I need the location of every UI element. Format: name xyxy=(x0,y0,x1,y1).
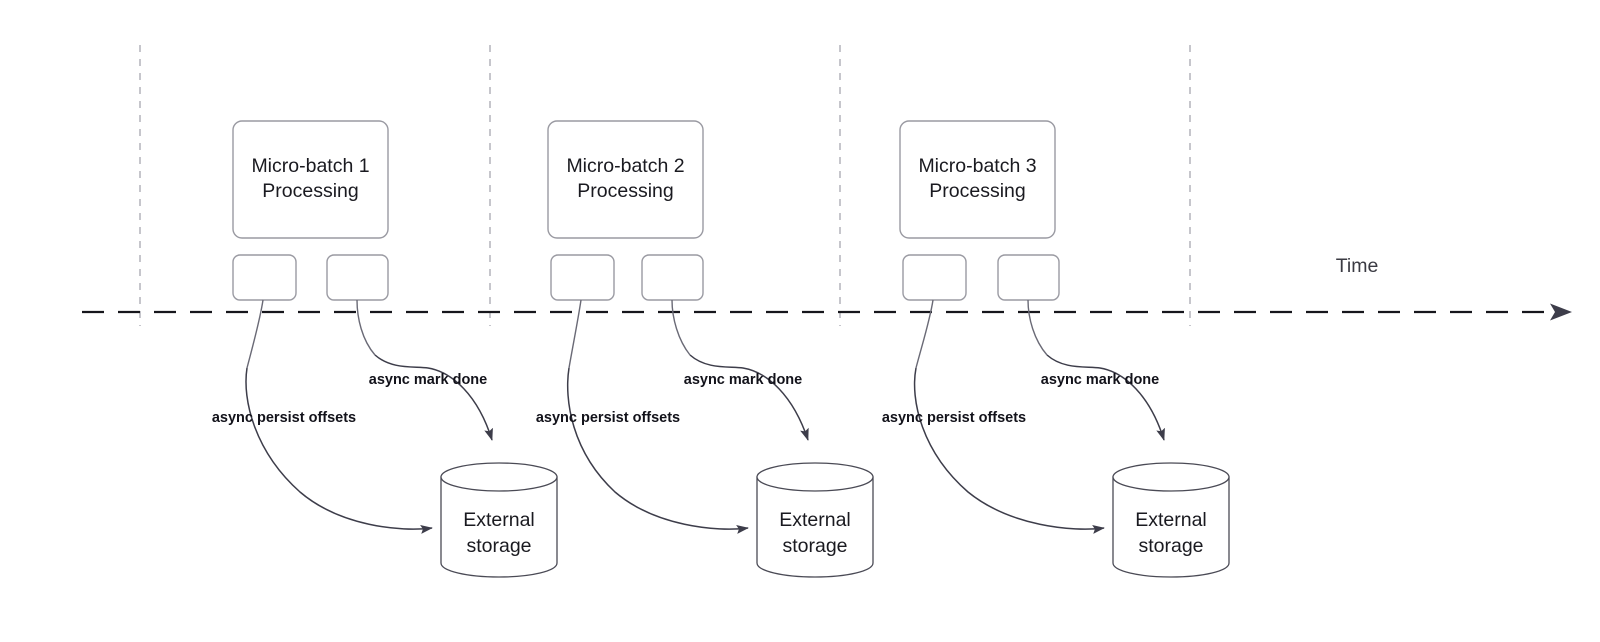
group-1-external-storage-label-line1: External xyxy=(463,509,535,531)
time-axis-arrowhead xyxy=(1550,303,1572,321)
group-1-mark-done-task[interactable] xyxy=(326,254,389,301)
group-3-mark-done-task[interactable] xyxy=(997,254,1060,301)
group-3-mark-done-stem xyxy=(1027,299,1048,356)
time-axis-label: Time xyxy=(1336,255,1379,277)
micro-batch-3-label-line1: Micro-batch 3 xyxy=(918,155,1036,177)
group-2-external-storage-label-line2: storage xyxy=(782,535,847,557)
time-axis: Time xyxy=(82,255,1572,321)
group-3-mark-done-arrow xyxy=(1046,354,1165,441)
group-1-external-storage-cylinder[interactable] xyxy=(440,462,558,578)
group-2-persist-offsets-task[interactable] xyxy=(550,254,615,301)
group-3-external-storage-cylinder[interactable] xyxy=(1112,462,1230,578)
micro-batch-1-box[interactable] xyxy=(232,120,389,239)
group-3-persist-stem xyxy=(915,299,934,369)
group-2-mark-done-arrow xyxy=(689,354,809,441)
group-3-async-mark-done-label: async mark done xyxy=(1041,372,1159,388)
micro-batch-2-label-line2: Processing xyxy=(577,180,673,202)
group-2-persist-offsets-arrow xyxy=(566,367,749,534)
micro-batch-1-label-line2: Processing xyxy=(262,180,358,202)
group-2-external-storage-label-line1: External xyxy=(779,509,851,531)
group-2-mark-done-stem xyxy=(671,299,691,356)
group-3-persist-offsets-arrow xyxy=(913,367,1105,534)
micro-batch-1-label-line1: Micro-batch 1 xyxy=(251,155,369,177)
group-1-async-persist-offsets-label: async persist offsets xyxy=(212,410,356,426)
group-1-persist-offsets-arrow xyxy=(245,367,433,534)
group-3-external-storage-label-line2: storage xyxy=(1138,535,1203,557)
tick-lines xyxy=(139,45,1191,326)
micro-batch-3-label-line2: Processing xyxy=(929,180,1025,202)
group-3-external-storage-label-line1: External xyxy=(1135,509,1207,531)
group-2-mark-done-task[interactable] xyxy=(641,254,704,301)
group-1-persist-offsets-task[interactable] xyxy=(232,254,297,301)
group-1-persist-stem xyxy=(246,299,264,369)
micro-batch-3-box[interactable] xyxy=(899,120,1056,239)
group-2: Micro-batch 2 Processing async persist o… xyxy=(536,120,874,578)
group-1: Micro-batch 1 Processing async persist o… xyxy=(212,120,558,578)
group-2-async-mark-done-label: async mark done xyxy=(684,372,802,388)
group-3-async-persist-offsets-label: async persist offsets xyxy=(882,410,1026,426)
micro-batch-2-label-line1: Micro-batch 2 xyxy=(566,155,684,177)
group-1-mark-done-arrow xyxy=(374,354,493,441)
group-3-persist-offsets-task[interactable] xyxy=(902,254,967,301)
group-3: Micro-batch 3 Processing async persist o… xyxy=(882,120,1230,578)
group-1-external-storage-label-line2: storage xyxy=(466,535,531,557)
group-2-async-persist-offsets-label: async persist offsets xyxy=(536,410,680,426)
micro-batch-2-box[interactable] xyxy=(547,120,704,239)
group-2-persist-stem xyxy=(568,299,582,369)
group-2-external-storage-cylinder[interactable] xyxy=(756,462,874,578)
group-1-mark-done-stem xyxy=(356,299,376,356)
group-1-async-mark-done-label: async mark done xyxy=(369,372,487,388)
